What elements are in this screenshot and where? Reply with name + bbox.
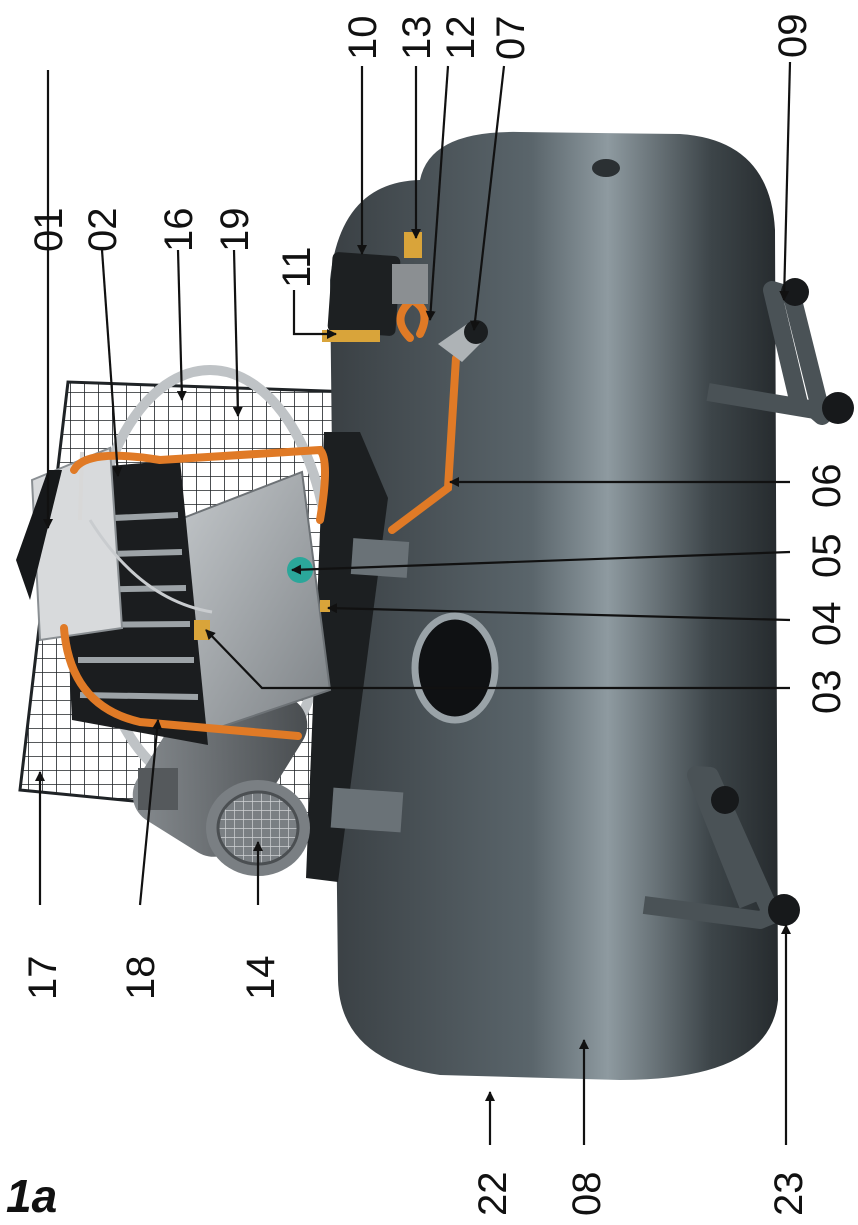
callout-02: 02	[81, 208, 125, 253]
callout-08: 08	[565, 1172, 609, 1217]
callout-07: 07	[489, 16, 533, 61]
callout-14: 14	[239, 956, 283, 1001]
callout-03: 03	[805, 670, 849, 715]
compressor-pump	[16, 446, 332, 745]
callout-16: 16	[157, 208, 201, 253]
tank-feet	[642, 278, 854, 929]
callouts-right: 06 05 04 03	[205, 464, 849, 715]
pressure-switch	[322, 232, 488, 362]
callout-17: 17	[21, 956, 65, 1001]
callout-01: 01	[27, 208, 71, 253]
pressure-tank	[330, 131, 778, 1080]
callout-09: 09	[771, 14, 815, 59]
callout-18: 18	[119, 956, 163, 1001]
inspection-opening	[411, 612, 499, 724]
callout-12: 12	[439, 16, 483, 61]
figure-label: 1a	[6, 1170, 57, 1222]
callout-10: 10	[341, 16, 385, 61]
callouts-bottom: 17 18 14 22 08 23	[21, 719, 811, 1217]
callouts-top: 01 02 16 19 11 10 13 12 07 09	[27, 14, 815, 529]
callout-13: 13	[395, 16, 439, 61]
callout-04: 04	[805, 602, 849, 647]
callout-23: 23	[767, 1172, 811, 1217]
callout-11: 11	[275, 246, 319, 288]
callout-22: 22	[471, 1172, 515, 1217]
callout-05: 05	[805, 534, 849, 579]
callout-19: 19	[213, 208, 257, 253]
callout-06: 06	[805, 464, 849, 509]
